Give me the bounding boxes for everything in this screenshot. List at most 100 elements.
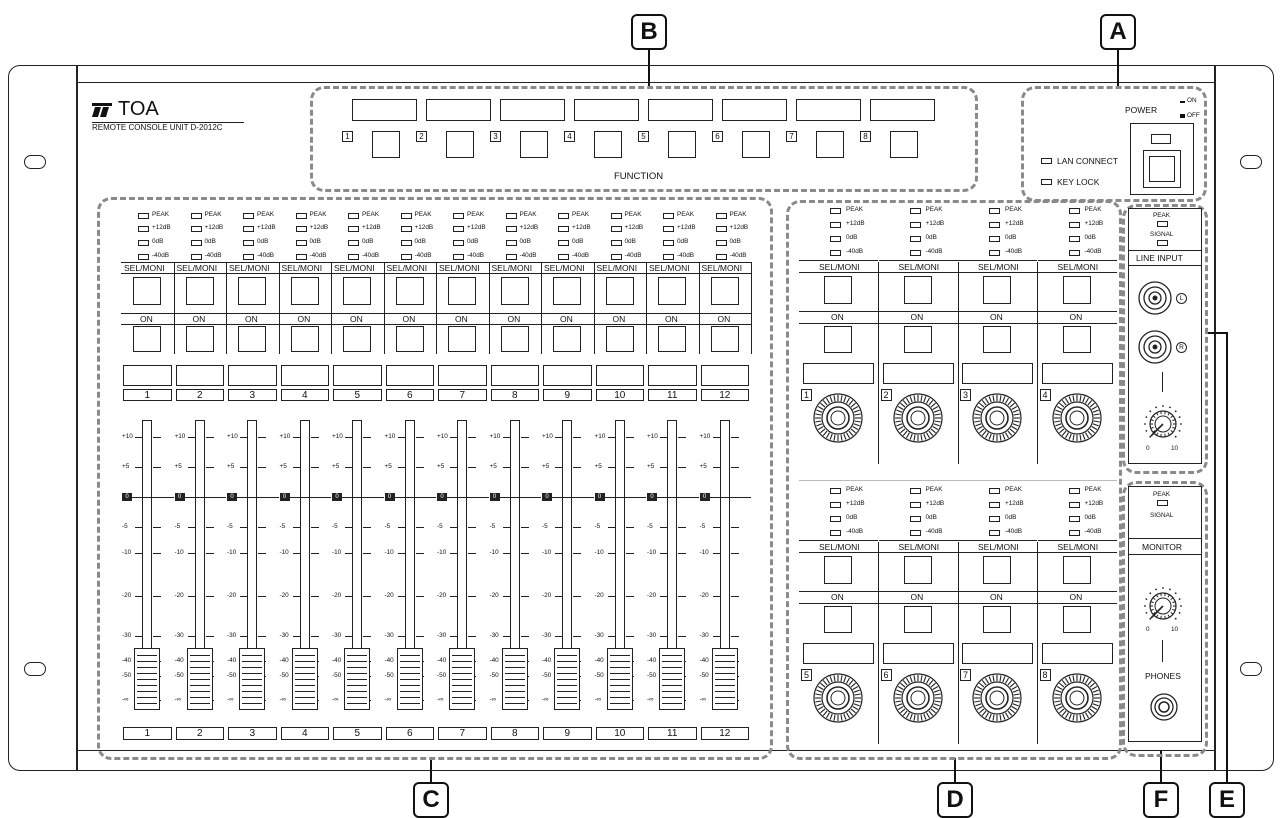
ch11-on-button[interactable] — [658, 326, 686, 352]
line-input-jack-left[interactable] — [1138, 281, 1172, 315]
ch6-scale-label: -50 — [384, 672, 394, 679]
ch3-on-bar — [226, 313, 279, 314]
ch5-scale-tick — [345, 596, 353, 597]
ch1-scale-tick-r — [153, 596, 162, 597]
line-input-jack-right[interactable] — [1138, 330, 1172, 364]
dsp3-sel-moni-button[interactable] — [983, 276, 1011, 304]
ch10-sel-moni-button[interactable] — [605, 277, 634, 305]
dsp3-sel-bar2 — [958, 272, 1037, 273]
ch2-fader-knob-rib — [189, 667, 210, 668]
dsp4-jog-knob[interactable] — [1051, 392, 1103, 444]
function-key-button-7[interactable] — [816, 131, 844, 158]
ch9-fader-knob[interactable] — [554, 648, 581, 710]
function-key-button-4[interactable] — [594, 131, 622, 158]
ch8-on-bar2 — [488, 324, 541, 325]
ch9-name-display — [543, 365, 592, 386]
ch12-fader-knob[interactable] — [711, 648, 738, 710]
dsp6-jog-knob[interactable] — [892, 672, 944, 724]
dsp-row-divider — [799, 480, 1117, 481]
ch3-sel-moni-button[interactable] — [238, 277, 266, 305]
dsp5-sel-moni-button[interactable] — [824, 556, 852, 584]
ch3-fader-knob[interactable] — [239, 648, 266, 710]
monitor-level-knob[interactable] — [1143, 586, 1183, 626]
dsp5-jog-knob[interactable] — [812, 672, 864, 724]
dsp4-sel-moni-button[interactable] — [1062, 276, 1091, 304]
ch7-on-button[interactable] — [448, 326, 476, 352]
ch6-sel-moni-button[interactable] — [395, 277, 424, 305]
ch12-sel-moni-button[interactable] — [710, 277, 739, 305]
ch11-scale-label: -5 — [647, 523, 653, 530]
dsp4-name-display — [1041, 363, 1113, 384]
ch4-sel-moni-button[interactable] — [290, 277, 319, 305]
ch11-fader-knob[interactable] — [659, 648, 686, 710]
ch1-sel-moni-button[interactable] — [133, 277, 161, 305]
ch12-on-button[interactable] — [710, 326, 739, 352]
ch2-fader-knob[interactable] — [186, 648, 213, 710]
ch7-scale-tick — [450, 437, 458, 438]
dsp1-jog-knob[interactable] — [812, 392, 864, 444]
dsp5-on-button[interactable] — [824, 606, 852, 633]
ch7-fader-knob-rib — [452, 691, 473, 692]
ch10-meter-led — [610, 254, 622, 260]
ch6-fader-knob[interactable] — [396, 648, 423, 710]
ch1-meter-label: -40dB — [152, 252, 170, 259]
dsp3-on-button[interactable] — [983, 326, 1011, 353]
ch4-on-button[interactable] — [290, 326, 319, 352]
function-key-button-2[interactable] — [446, 131, 474, 158]
dsp6-meter-label: -40dB — [925, 528, 943, 535]
ch10-fader-knob[interactable] — [606, 648, 633, 710]
dsp8-on-button[interactable] — [1062, 606, 1091, 633]
monitor-min: 0 — [1146, 626, 1150, 633]
dsp1-on-button[interactable] — [824, 326, 852, 353]
ch11-on-bar2 — [646, 324, 699, 325]
dsp1-sel-moni-button[interactable] — [824, 276, 852, 304]
ch10-on-button[interactable] — [605, 326, 634, 352]
dsp7-sel-moni-button[interactable] — [983, 556, 1011, 584]
ch2-sel-moni-button[interactable] — [185, 277, 214, 305]
dsp8-sel-moni-button[interactable] — [1062, 556, 1091, 584]
dsp4-sel-bar — [1037, 260, 1117, 261]
line-input-level-knob[interactable] — [1143, 404, 1183, 444]
phones-jack[interactable] — [1150, 693, 1178, 721]
ch1-on-button[interactable] — [133, 326, 161, 352]
ch8-fader-knob[interactable] — [501, 648, 528, 710]
dsp2-jog-knob[interactable] — [892, 392, 944, 444]
ch1-fader-knob[interactable] — [134, 648, 161, 710]
ch9-on-button[interactable] — [553, 326, 581, 352]
ch9-sel-moni-button[interactable] — [553, 277, 581, 305]
dsp6-on-button[interactable] — [903, 606, 932, 633]
power-switch[interactable] — [1130, 123, 1194, 195]
ch7-scale-tick — [450, 553, 458, 554]
ch8-sel-moni-button[interactable] — [500, 277, 529, 305]
ch9-fader-knob-rib — [557, 655, 578, 656]
ch7-fader-knob[interactable] — [449, 648, 476, 710]
ch5-sel-moni-button[interactable] — [343, 277, 371, 305]
dsp6-sel-moni-button[interactable] — [903, 556, 932, 584]
ch11-sel-moni-button[interactable] — [658, 277, 686, 305]
dsp2-sel-moni-button[interactable] — [903, 276, 932, 304]
dsp3-jog-knob[interactable] — [971, 392, 1023, 444]
ch4-scale-tick-r — [310, 596, 319, 597]
dsp7-on-button[interactable] — [983, 606, 1011, 633]
ch8-on-button[interactable] — [500, 326, 529, 352]
dsp8-jog-knob[interactable] — [1051, 672, 1103, 724]
ch6-on-button[interactable] — [395, 326, 424, 352]
dsp4-on-button[interactable] — [1062, 326, 1091, 353]
dsp2-on-button[interactable] — [903, 326, 932, 353]
dsp7-jog-knob[interactable] — [971, 672, 1023, 724]
ch3-scale-tick — [240, 437, 248, 438]
function-key-button-3[interactable] — [520, 131, 548, 158]
ch5-on-button[interactable] — [343, 326, 371, 352]
function-key-button-8[interactable] — [890, 131, 918, 158]
ch7-sel-moni-button[interactable] — [448, 277, 476, 305]
function-key-button-1[interactable] — [372, 131, 400, 158]
function-key-display-8 — [870, 99, 935, 121]
ch9-scale-tick-r — [573, 596, 582, 597]
function-key-button-6[interactable] — [742, 131, 770, 158]
ch3-on-button[interactable] — [238, 326, 266, 352]
function-key-button-5[interactable] — [668, 131, 696, 158]
ch2-on-button[interactable] — [185, 326, 214, 352]
ch4-fader-knob[interactable] — [291, 648, 318, 710]
ch5-fader-knob[interactable] — [344, 648, 371, 710]
dsp4-meter-label: +12dB — [1084, 220, 1104, 227]
